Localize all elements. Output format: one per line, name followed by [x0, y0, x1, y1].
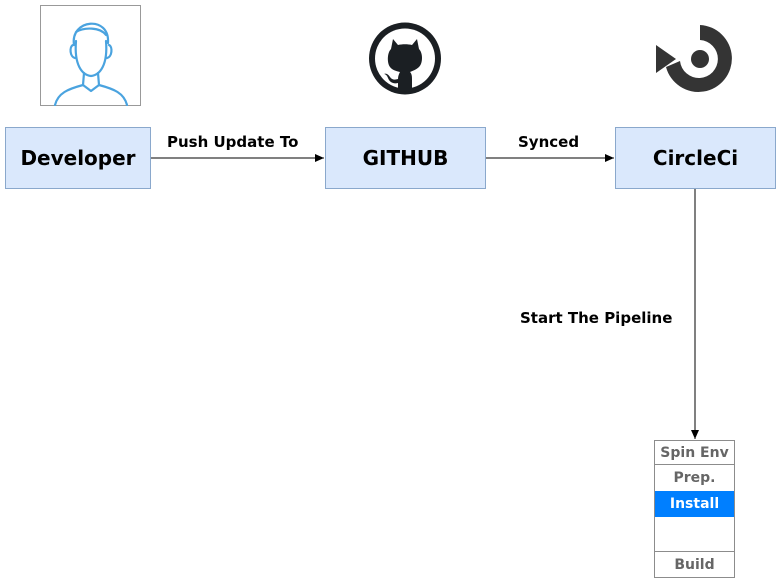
stage-install[interactable]: Install — [655, 491, 734, 517]
stage-empty[interactable] — [655, 517, 734, 552]
edge-label-pipeline: Start The Pipeline — [520, 309, 673, 327]
pipeline-stage-stack: Spin Env Prep. Install Build — [654, 440, 735, 578]
stage-prep[interactable]: Prep. — [673, 470, 716, 486]
user-avatar-icon — [40, 5, 141, 107]
circleci-logo-icon — [654, 21, 736, 96]
circleci-node[interactable]: CircleCi — [615, 127, 776, 189]
github-octocat-icon — [366, 21, 444, 96]
github-node[interactable]: GITHUB — [325, 127, 486, 189]
edge-label-synced: Synced — [518, 133, 580, 151]
edge-label-push: Push Update To — [167, 133, 299, 151]
developer-node[interactable]: Developer — [5, 127, 151, 189]
stage-spin-env[interactable]: Spin Env — [655, 441, 734, 465]
stage-build[interactable]: Build — [674, 556, 715, 573]
